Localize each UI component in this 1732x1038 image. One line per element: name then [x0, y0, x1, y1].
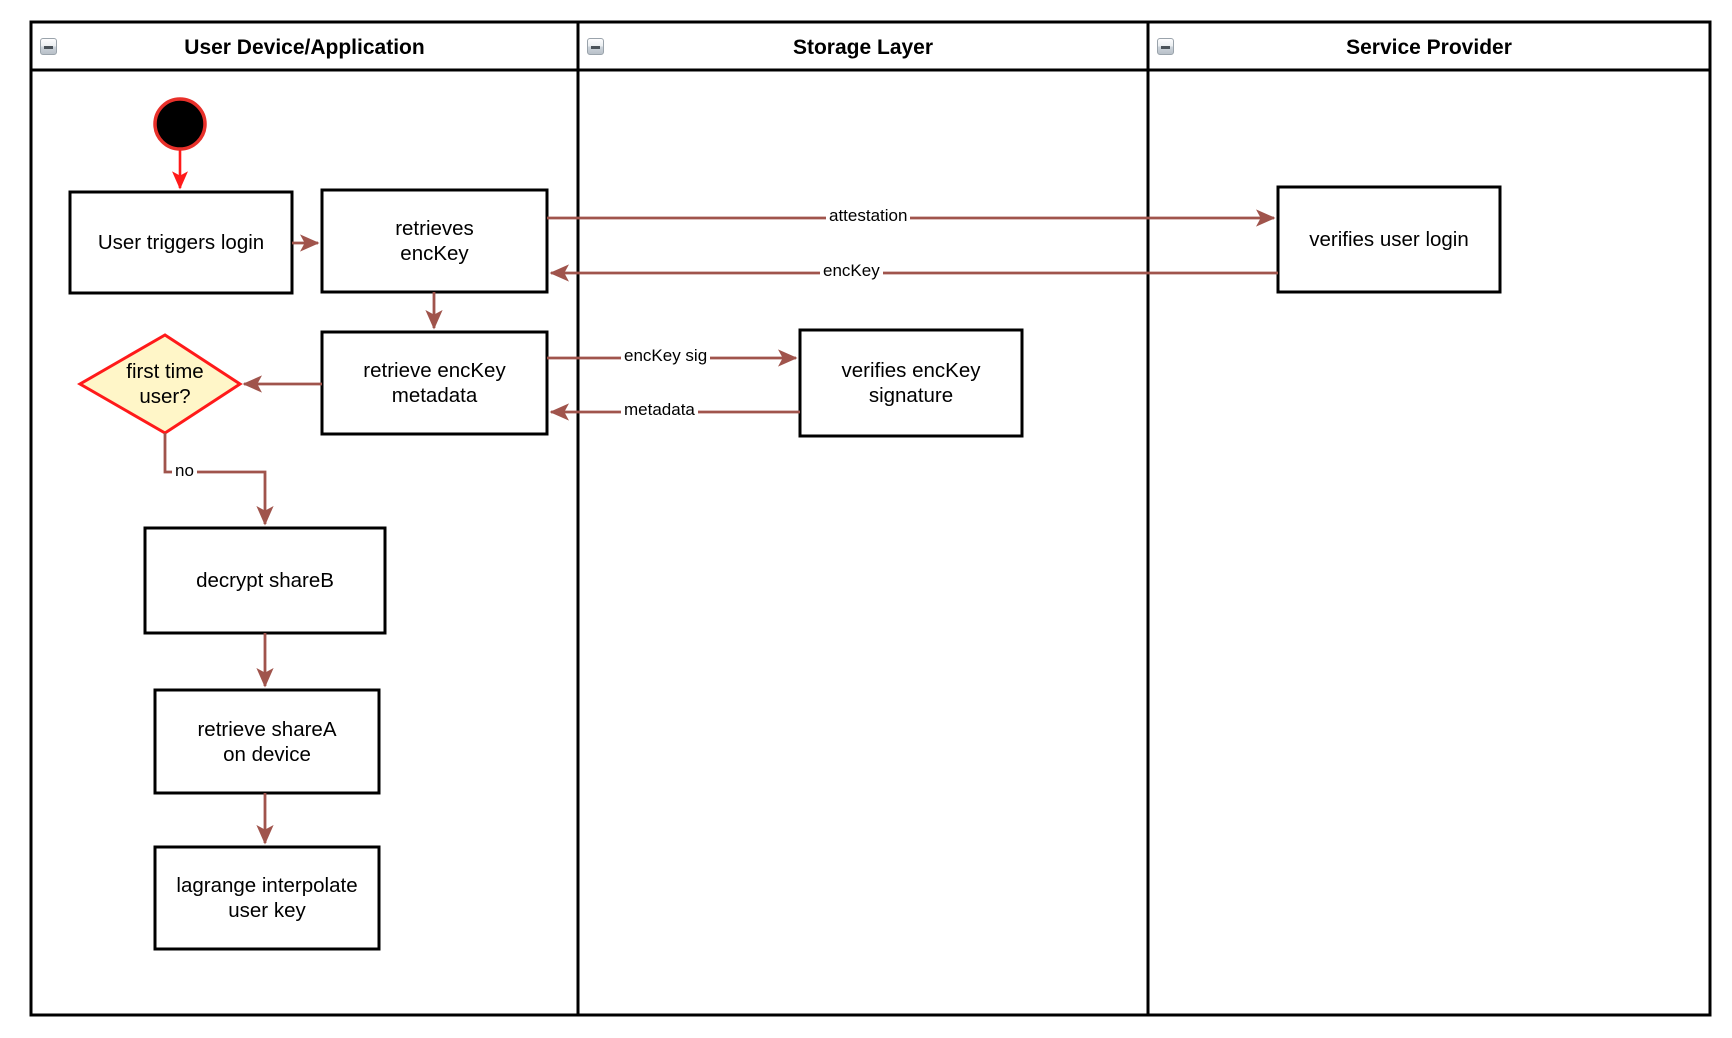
node-verifies-enckey-signature[interactable]: [798, 328, 1024, 438]
lane-title-user-device: User Device/Application: [184, 36, 425, 59]
edge-label-no: no: [172, 461, 197, 481]
edge-label-enckey-sig: encKey sig: [621, 346, 711, 366]
node-decrypt-shareb[interactable]: [143, 526, 387, 635]
node-verifies-user-login[interactable]: [1276, 185, 1502, 294]
node-retrieves-enckey[interactable]: [320, 188, 549, 294]
edge-no: [163, 433, 274, 526]
lane-title-storage: Storage Layer: [792, 36, 934, 59]
node-retrieve-enckey-metadata[interactable]: [320, 330, 549, 436]
node-lagrange-interpolate-user-key[interactable]: [153, 845, 381, 951]
edge-label-metadata: metadata: [621, 400, 698, 420]
node-retrieve-sharea-on-device[interactable]: [153, 688, 381, 795]
collapse-icon-lane-service-provider[interactable]: [1157, 38, 1174, 55]
edge-label-attestation: attestation: [826, 206, 911, 226]
collapse-icon-lane-storage[interactable]: [587, 38, 604, 55]
collapse-icon-lane-user-device[interactable]: [40, 38, 57, 55]
lane-title-service-provider: Service Provider: [1346, 36, 1512, 59]
edge-label-enckey: encKey: [820, 261, 883, 281]
node-start[interactable]: [153, 97, 207, 151]
node-user-triggers-login[interactable]: [68, 190, 294, 295]
